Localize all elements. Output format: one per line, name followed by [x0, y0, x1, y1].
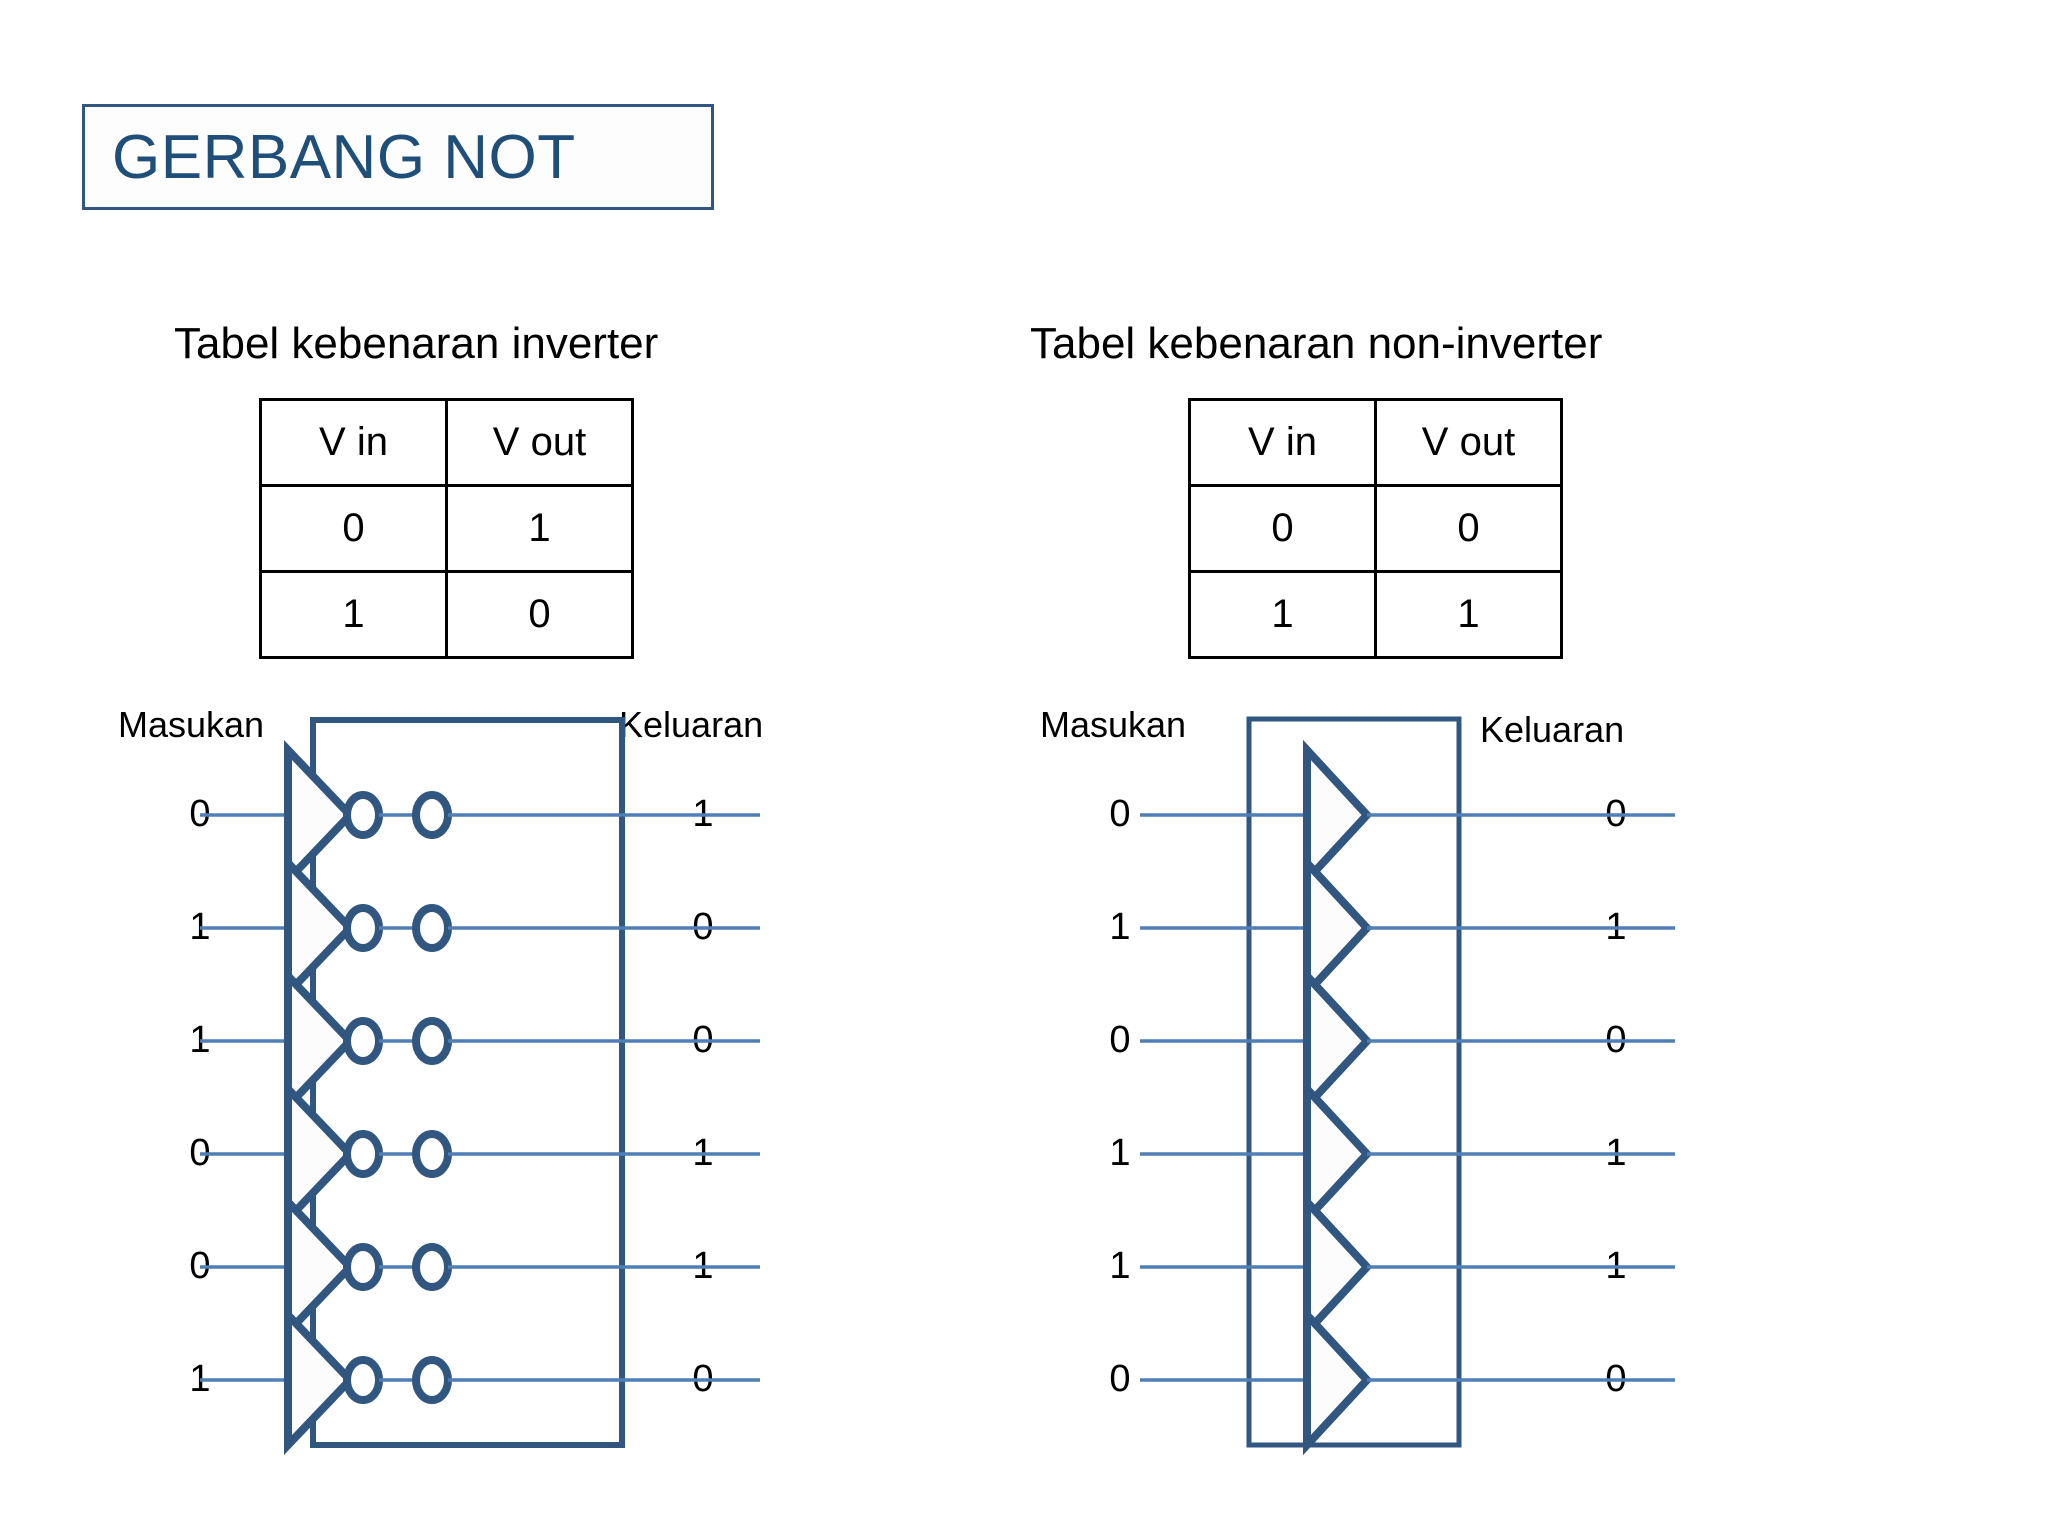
buffer-gate-row-5: [1140, 1191, 1675, 1343]
output-bubble-icon: [412, 791, 452, 839]
triangle-icon: [284, 1305, 356, 1455]
left-input-label: Masukan: [118, 704, 265, 745]
triangle-icon: [1303, 965, 1373, 1117]
output-bubble-icon: [412, 1017, 452, 1065]
buffer-gate-row-4: [1140, 1078, 1675, 1230]
triangle-icon: [284, 1192, 356, 1342]
triangle-icon: [1303, 1078, 1373, 1230]
table-header-row: V in V out: [259, 398, 634, 487]
inverter-truth-table: V in V out 0 1 1 0: [259, 398, 634, 659]
table-row: 1 1: [1188, 570, 1563, 659]
inverter-schematic-svg: [200, 717, 760, 1455]
non-inverter-truth-table: V in V out 0 0 1 1: [1188, 398, 1563, 659]
table-header-row: V in V out: [1188, 398, 1563, 487]
output-bubble-icon: [412, 1356, 452, 1404]
right-input-value: 1: [1109, 906, 1131, 948]
output-bubble-icon: [412, 1243, 452, 1291]
title-box: [82, 104, 714, 210]
buffer-schematic-svg: [1140, 716, 1675, 1456]
inverter-gate-row-2: [200, 853, 760, 1003]
left-input-value: 1: [189, 1019, 211, 1061]
output-bubble-icon: [412, 1130, 452, 1178]
inverter-gate-row-4: [200, 1079, 760, 1229]
inversion-bubble-icon: [343, 1130, 383, 1178]
table-cell: 1: [259, 570, 448, 659]
buffer-gate-row-6: [1140, 1304, 1675, 1456]
triangle-icon: [1303, 1304, 1373, 1456]
non-inverter-array-diagram: [1020, 690, 1820, 1490]
right-input-value: 1: [1109, 1132, 1131, 1174]
inverter-array-diagram: [100, 690, 900, 1490]
inversion-bubble-icon: [343, 791, 383, 839]
inverter-gate-row-5: [200, 1192, 760, 1342]
table-cell: 0: [259, 484, 448, 573]
table-header-cell-vin: V in: [1188, 398, 1377, 487]
left-output-label: Keluaran: [619, 704, 764, 745]
inverter-gate-row-3: [200, 966, 760, 1116]
right-input-value: 0: [1109, 1019, 1131, 1061]
triangle-icon: [284, 1079, 356, 1229]
triangle-icon: [1303, 852, 1373, 1004]
table-cell: 0: [445, 570, 634, 659]
table-cell: 1: [1188, 570, 1377, 659]
table-header-cell-vout: V out: [1374, 398, 1563, 487]
left-table-caption: Tabel kebenaran inverter: [174, 319, 659, 368]
triangle-icon: [1303, 739, 1373, 891]
inverter-gate-row-6: [200, 1305, 760, 1455]
buffer-gate-row-2: [1140, 852, 1675, 1004]
triangle-icon: [284, 966, 356, 1116]
table-row: 1 0: [259, 570, 634, 659]
right-input-value: 0: [1109, 1358, 1131, 1400]
table-row: 0 0: [1188, 484, 1563, 573]
right-table-caption: Tabel kebenaran non-inverter: [1030, 319, 1603, 368]
triangle-icon: [1303, 1191, 1373, 1343]
right-input-label: Masukan: [1040, 704, 1187, 745]
table-cell: 0: [1188, 484, 1377, 573]
table-row: 0 1: [259, 484, 634, 573]
inverter-gate-row-1: [200, 740, 760, 890]
left-input-value: 0: [189, 1245, 211, 1287]
inversion-bubble-icon: [343, 904, 383, 952]
left-input-value: 1: [189, 906, 211, 948]
inversion-bubble-icon: [343, 1243, 383, 1291]
table-header-cell-vout: V out: [445, 398, 634, 487]
chip-outline: [1246, 716, 1462, 1448]
page-title: GERBANG NOT: [112, 123, 576, 192]
inversion-bubble-icon: [343, 1017, 383, 1065]
right-output-label: Keluaran: [1480, 709, 1625, 750]
left-input-value: 0: [189, 1132, 211, 1174]
triangle-icon: [284, 853, 356, 1003]
right-input-value: 1: [1109, 1245, 1131, 1287]
left-input-value: 0: [189, 793, 211, 835]
inversion-bubble-icon: [343, 1356, 383, 1404]
buffer-gate-row-1: [1140, 739, 1675, 891]
left-input-value: 1: [189, 1358, 211, 1400]
buffer-gate-row-3: [1140, 965, 1675, 1117]
table-cell: 1: [445, 484, 634, 573]
output-bubble-icon: [412, 904, 452, 952]
table-cell: 1: [1374, 570, 1563, 659]
table-cell: 0: [1374, 484, 1563, 573]
table-header-cell-vin: V in: [259, 398, 448, 487]
triangle-icon: [284, 740, 356, 890]
right-input-value: 0: [1109, 793, 1131, 835]
